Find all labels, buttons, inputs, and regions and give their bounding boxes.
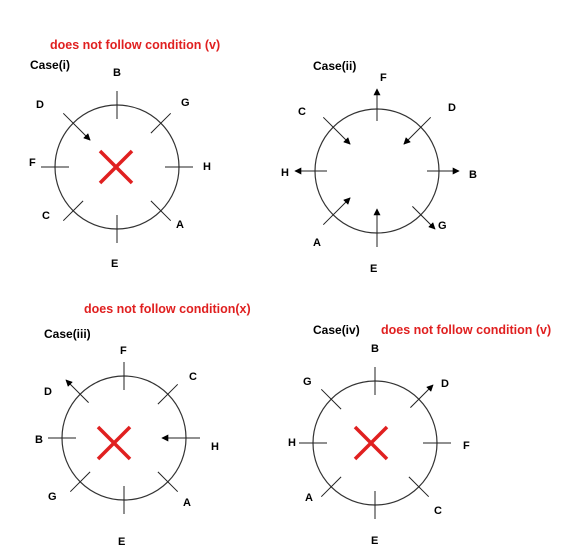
case-1-label-A: A <box>176 219 184 231</box>
case-3-seat-A <box>157 471 179 493</box>
case-1-label-B: B <box>113 67 121 79</box>
case-2-label: Case(ii) <box>313 59 356 73</box>
case-4-note: does not follow condition (v) <box>381 323 551 337</box>
case-1-seat-A <box>150 200 172 222</box>
case-1-seat-C <box>62 200 84 222</box>
case-1-label-C: C <box>42 210 50 222</box>
case-4-seat-A <box>320 476 342 498</box>
case-1-label-H: H <box>203 161 211 173</box>
case-4-label-A: A <box>305 492 313 504</box>
case-3-label-A: A <box>183 497 191 509</box>
case-2-label-B: B <box>469 169 477 181</box>
case-4-seat-C <box>408 476 430 498</box>
case-3-seat-G <box>69 471 91 493</box>
case-3-label-B: B <box>35 434 43 446</box>
case-4-label-F: F <box>463 440 470 452</box>
case-2-seat-G <box>412 206 436 230</box>
case-1-seat-D <box>62 112 91 141</box>
case-1-label: Case(i) <box>30 58 70 72</box>
case-3-label-E: E <box>118 536 125 548</box>
case-1-label-E: E <box>111 258 118 270</box>
case-2-panel: Case(ii) F C D H B A G E <box>281 59 477 275</box>
case-1-label-F: F <box>29 157 36 169</box>
case-2-label-A: A <box>313 237 321 249</box>
case-3-note: does not follow condition(x) <box>84 302 251 316</box>
case-3-panel: does not follow condition(x) Case(iii) F… <box>35 302 251 548</box>
case-1-label-G: G <box>181 97 190 109</box>
case-3-red-cross <box>96 425 132 461</box>
case-2-label-C: C <box>298 106 306 118</box>
case-4-label: Case(iv) <box>313 323 360 337</box>
case-4-label-C: C <box>434 505 442 517</box>
case-2-label-E: E <box>370 263 377 275</box>
case-3-label-G: G <box>48 491 57 503</box>
case-2-label-D: D <box>448 102 456 114</box>
case-3-label: Case(iii) <box>44 327 91 341</box>
case-4-label-H: H <box>288 437 296 449</box>
case-4-red-cross <box>353 425 389 461</box>
case-4-seat-D <box>410 384 434 408</box>
case-1-note: does not follow condition (v) <box>50 38 220 52</box>
case-2-seat-D <box>403 116 432 145</box>
case-1-red-cross <box>98 149 134 185</box>
case-2-seat-A <box>322 197 351 226</box>
case-4-label-B: B <box>371 343 379 355</box>
case-4-label-G: G <box>303 376 312 388</box>
case-4-label-D: D <box>441 378 449 390</box>
case-2-label-H: H <box>281 167 289 179</box>
case-4-label-E: E <box>371 535 378 547</box>
case-3-label-H: H <box>211 441 219 453</box>
case-3-label-D: D <box>44 386 52 398</box>
case-2-label-F: F <box>380 72 387 84</box>
case-2-seat-C <box>322 116 351 145</box>
case-1-seat-G <box>150 112 172 134</box>
case-3-label-F: F <box>120 345 127 357</box>
case-4-panel: Case(iv) does not follow condition (v) B… <box>288 323 551 547</box>
case-3-seat-D <box>65 379 89 403</box>
case-3-seat-C <box>157 383 179 405</box>
case-2-label-G: G <box>438 220 447 232</box>
case-1-panel: does not follow condition (v) Case(i) B … <box>29 38 220 270</box>
case-1-label-D: D <box>36 99 44 111</box>
case-4-seat-G <box>320 388 342 410</box>
case-3-label-C: C <box>189 371 197 383</box>
